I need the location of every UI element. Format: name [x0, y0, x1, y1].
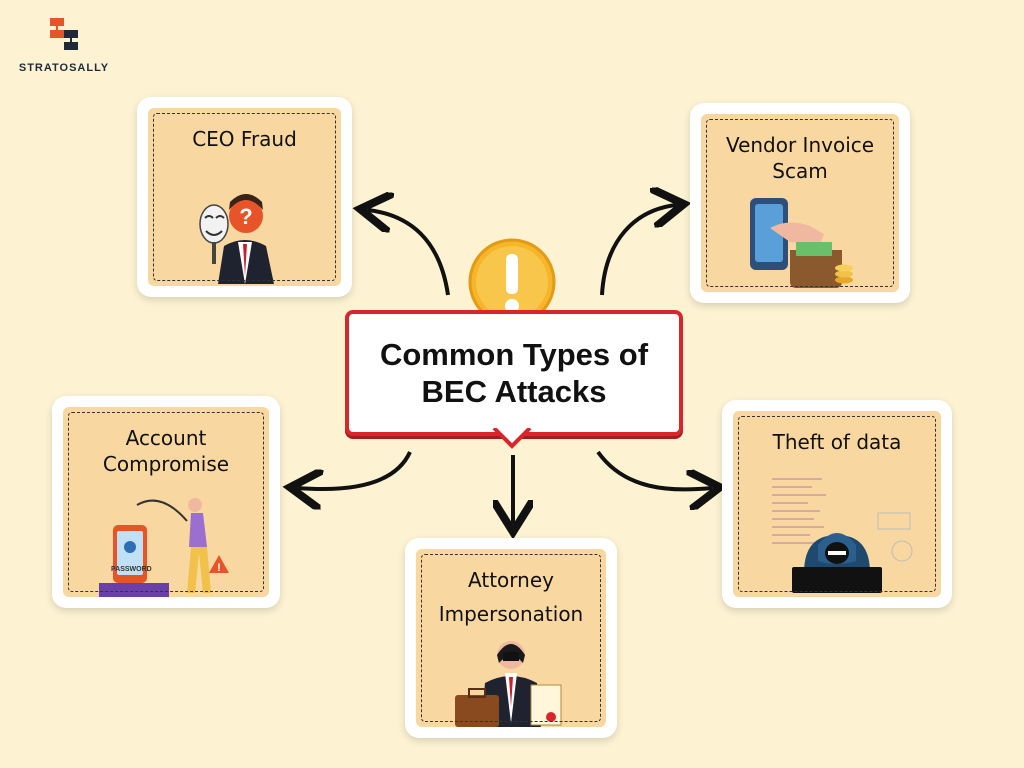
card-attorney-impersonation-title: Attorney Impersonation	[416, 563, 606, 631]
card-account-compromise: Account Compromise PASSWORD !	[52, 396, 280, 608]
logo-mark-icon	[50, 18, 78, 50]
card-account-title-line2: Compromise	[102, 452, 230, 476]
card-account-compromise-title: Account Compromise	[63, 425, 269, 477]
callout-pointer	[492, 428, 532, 449]
card-ceo-fraud-title: CEO Fraud	[192, 127, 297, 151]
card-attorney-title-line2: Impersonation	[438, 602, 584, 626]
card-vendor-invoice: Vendor Invoice Scam	[690, 103, 910, 303]
attorney-illustration	[455, 641, 562, 727]
phishing-illustration: PASSWORD !	[99, 498, 229, 597]
central-title-line2: BEC Attacks	[421, 374, 607, 409]
warning-icon	[468, 238, 556, 326]
card-vendor-invoice-title: Vendor Invoice Scam	[701, 132, 899, 184]
central-title-box: Common Types of BEC Attacks	[345, 310, 683, 436]
arrow-to-ceo	[368, 210, 450, 296]
phone-wallet-illustration	[750, 198, 853, 288]
card-attorney-impersonation: Attorney Impersonation	[405, 538, 617, 738]
card-attorney-title-line1: Attorney	[468, 568, 554, 592]
card-vendor-title-line1: Vendor Invoice	[725, 133, 875, 157]
arrow-to-account	[298, 451, 412, 489]
card-vendor-invoice-panel: Vendor Invoice Scam	[701, 114, 899, 292]
central-title-line1: Common Types of	[379, 337, 649, 372]
central-title: Common Types of BEC Attacks	[349, 336, 679, 410]
password-tag: PASSWORD	[111, 566, 152, 573]
brand-logo: STRATOSALLY	[14, 14, 114, 74]
ceo-mask-illustration: ?	[198, 194, 274, 284]
hacker-illustration	[772, 478, 913, 593]
card-theft-of-data-title: Theft of data	[772, 430, 902, 454]
svg-text:!: !	[217, 562, 221, 574]
card-vendor-title-line2: Scam	[772, 159, 828, 183]
card-attorney-impersonation-panel: Attorney Impersonation	[416, 549, 606, 727]
card-theft-of-data: Theft of data	[722, 400, 952, 608]
card-ceo-fraud: CEO Fraud ?	[137, 97, 352, 297]
arrow-to-theft	[596, 450, 712, 489]
card-ceo-fraud-panel: CEO Fraud ?	[148, 108, 341, 286]
arrow-to-vendor	[600, 205, 676, 296]
card-account-compromise-panel: Account Compromise PASSWORD !	[63, 407, 269, 597]
card-account-title-line1: Account	[125, 426, 207, 450]
brand-name: STRATOSALLY	[18, 62, 110, 74]
card-theft-of-data-panel: Theft of data	[733, 411, 941, 597]
svg-text:?: ?	[239, 204, 252, 229]
